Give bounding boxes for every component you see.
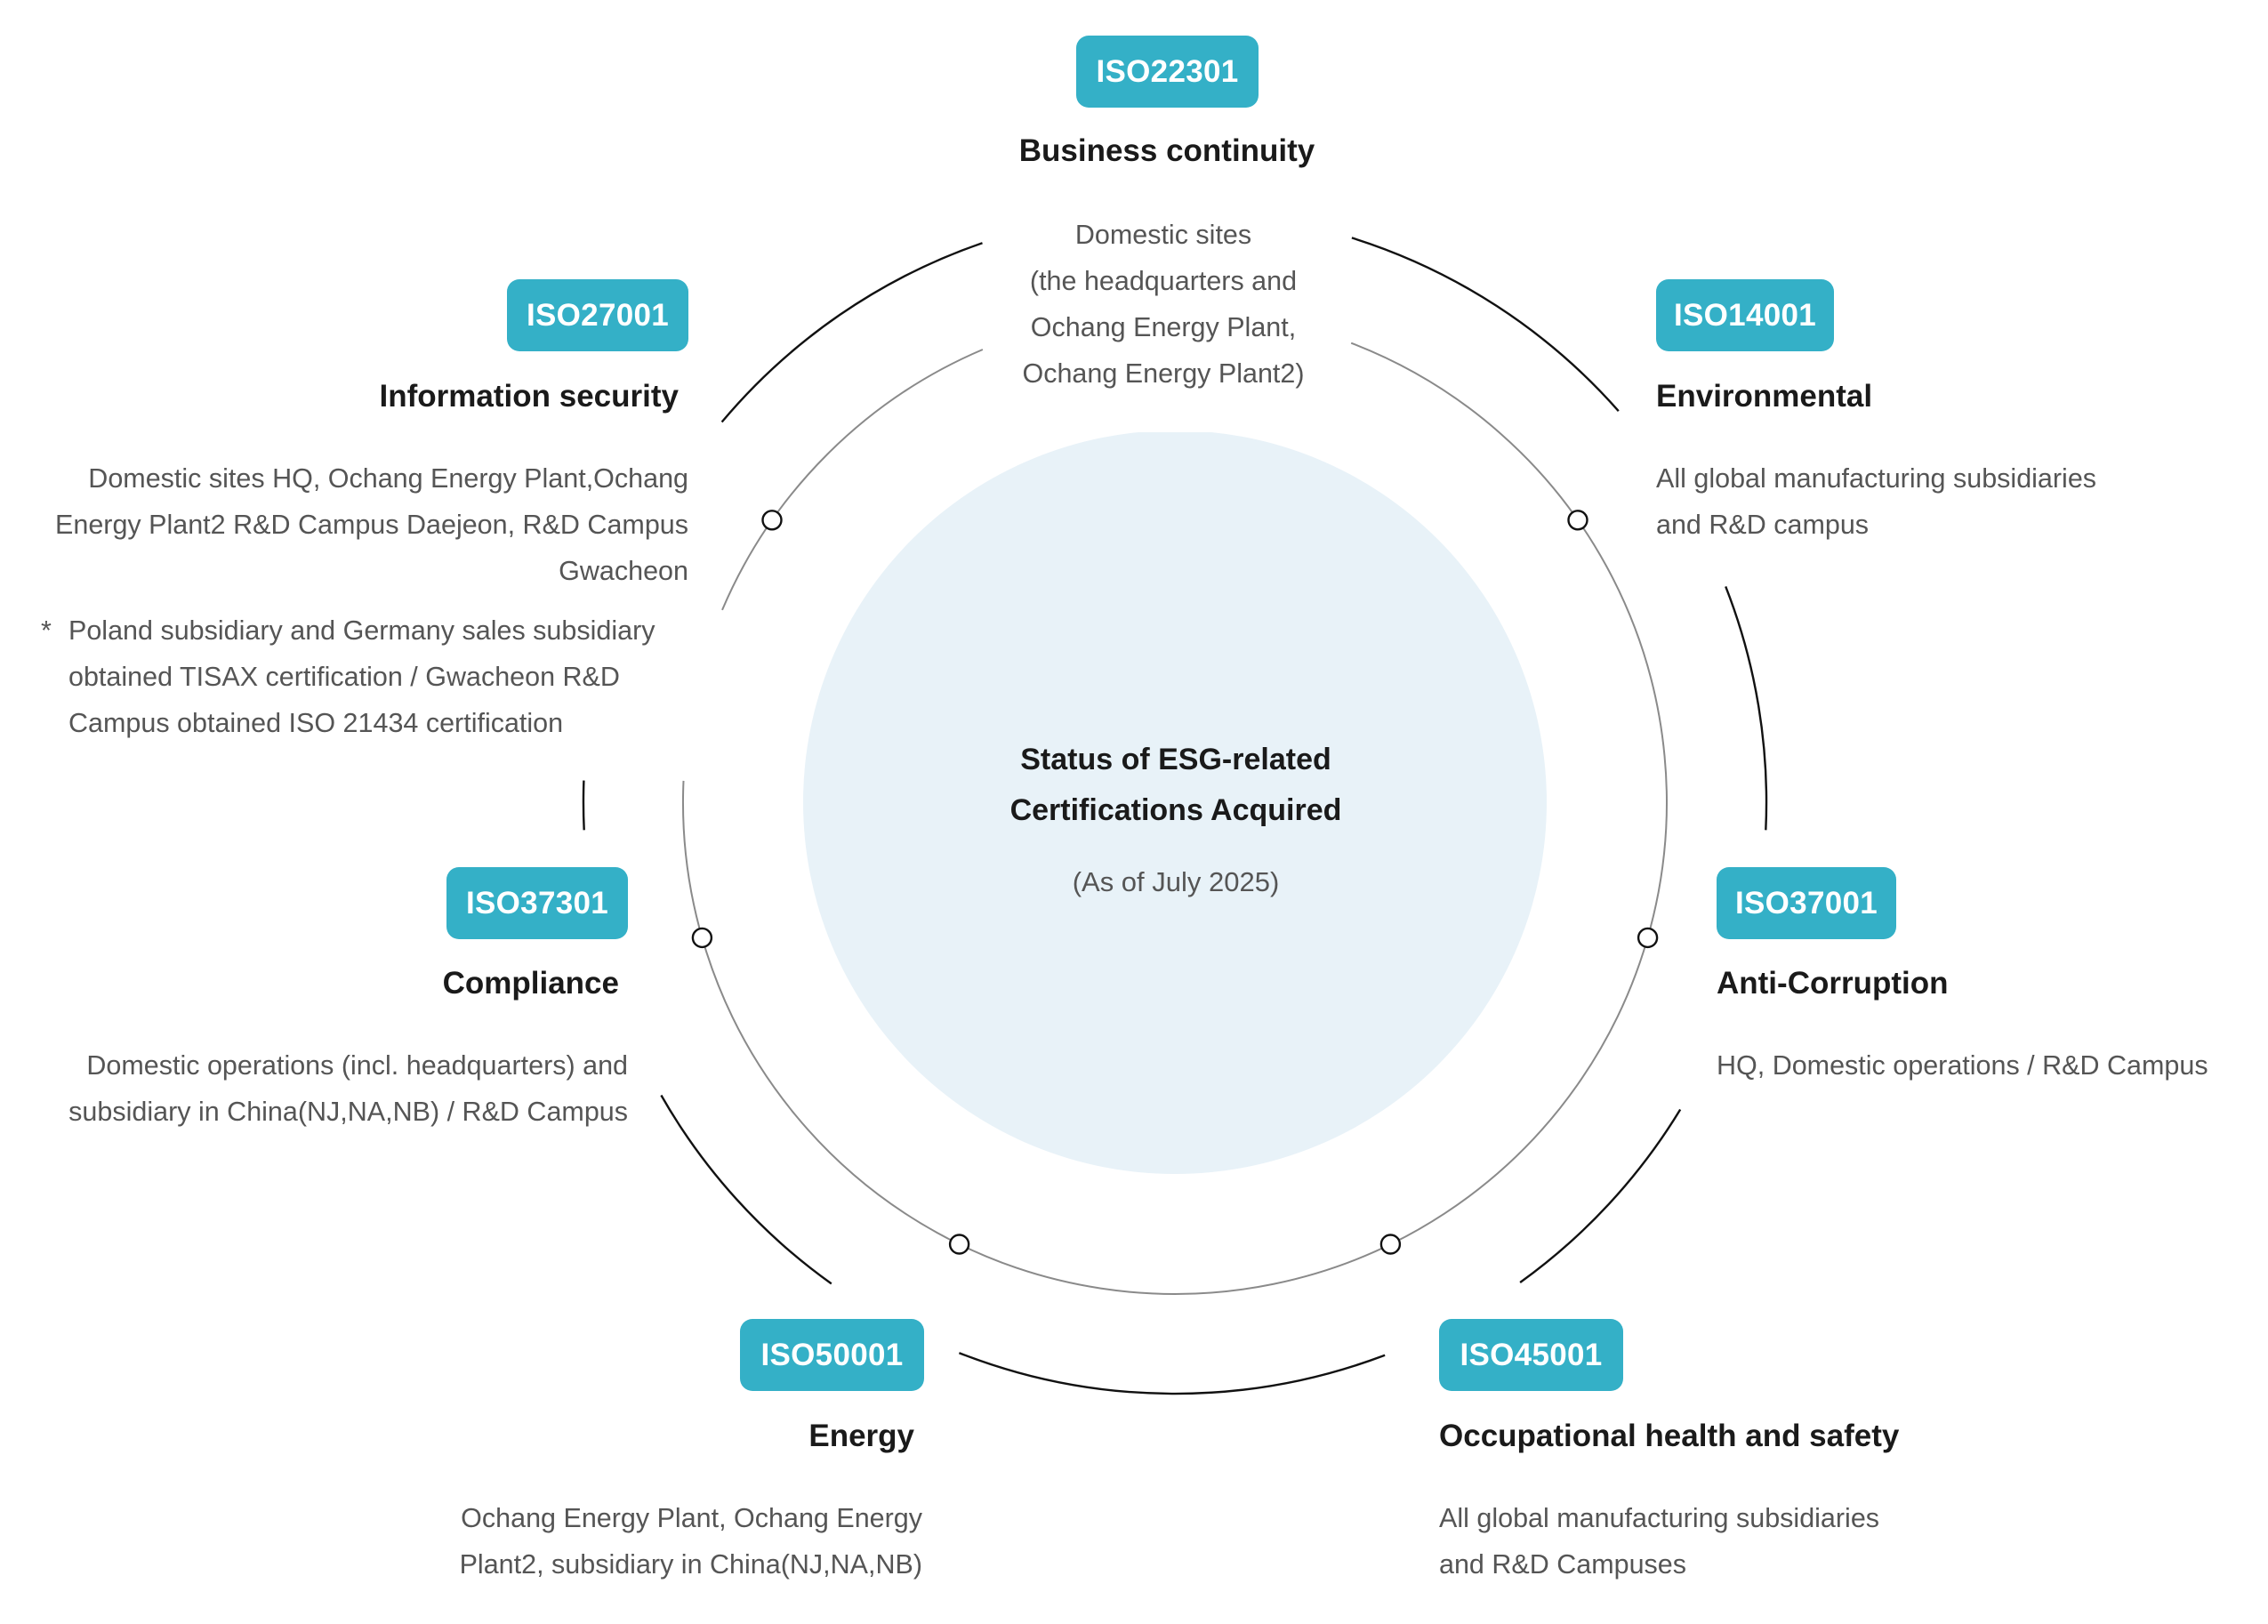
description-line: and R&D campus [1656,510,1870,540]
title-environmental: Environmental [1656,379,1873,414]
hub-title-line-1: Status of ESG-related [1020,743,1331,776]
hub-title: Status of ESG-related Certifications Acq… [909,735,1443,836]
footnote-information-security: * Poland subsidiary and Germany sales su… [41,607,655,746]
description-environmental: All global manufacturing subsidiaries an… [1656,455,2096,548]
description-line: Plant2, subsidiary in China(NJ,NA,NB) [459,1549,922,1580]
title-anti-corruption: Anti-Corruption [1717,966,1949,1001]
asterisk-icon: * [41,615,52,646]
description-energy: Ochang Energy Plant, Ochang Energy Plant… [300,1495,922,1588]
description-line: Domestic operations (incl. headquarters)… [86,1050,628,1081]
hub-subtitle: (As of July 2025) [1072,866,1280,897]
description-line: All global manufacturing subsidiaries [1439,1503,1880,1533]
description-line: Energy Plant2 R&D Campus Daejeon, R&D Ca… [55,510,688,540]
description-line: (the headquarters and [1029,266,1298,296]
description-line: subsidiary in China(NJ,NA,NB) / R&D Camp… [68,1097,628,1127]
ring-node-dot [761,510,783,531]
title-information-security: Information security [379,379,679,414]
badge-iso37001: ISO37001 [1717,867,1896,939]
title-compliance: Compliance [442,966,619,1001]
outer-ring-arc [582,780,585,831]
hub-title-line-2: Certifications Acquired [1009,793,1342,827]
description-line: and R&D Campuses [1439,1549,1687,1580]
description-line: Domestic sites HQ, Ochang Energy Plant,O… [88,463,688,494]
badge-iso22301: ISO22301 [1076,36,1259,108]
description-compliance: Domestic operations (incl. headquarters)… [5,1042,628,1135]
description-line: Gwacheon [559,556,688,586]
badge-iso14001: ISO14001 [1656,279,1834,351]
ring-node-dot [691,927,713,949]
title-energy: Energy [808,1419,914,1453]
description-line: Ochang Energy Plant, Ochang Energy [461,1503,922,1533]
badge-iso27001: ISO27001 [507,279,688,351]
description-line: Domestic sites [1074,220,1252,250]
inner-ring-arc [721,349,984,611]
ring-node-dot [948,1234,970,1255]
title-occupational-health-and-safety: Occupational health and safety [1439,1419,1900,1453]
outer-ring-arc [1725,585,1768,831]
description-business-continuity: Domestic sites (the headquarters and Och… [941,212,1386,397]
outer-ring-arc [1351,237,1620,412]
ring-node-dot [1567,510,1588,531]
description-line: Ochang Energy Plant2) [1022,358,1305,389]
description-line: Ochang Energy Plant, [1030,312,1297,342]
description-line: HQ, Domestic operations / R&D Campus [1717,1050,2208,1081]
hub-circle [803,432,1547,1174]
outer-ring [582,237,1768,1395]
ring-node-dot [1379,1234,1402,1255]
ring-dots [691,510,1659,1255]
inner-ring [681,342,1668,1295]
description-occupational-health-and-safety: All global manufacturing subsidiaries an… [1439,1495,1879,1588]
outer-ring-arc [1519,1108,1682,1283]
outer-ring-arc [720,242,983,423]
footnote-line: Campus obtained ISO 21434 certification [68,708,564,738]
inner-ring-arc [681,342,1668,1295]
badge-iso50001: ISO50001 [740,1319,924,1391]
description-anti-corruption: HQ, Domestic operations / R&D Campus [1717,1042,2208,1089]
description-line: All global manufacturing subsidiaries [1656,463,2097,494]
outer-ring-arc [958,1352,1386,1395]
description-information-security: Domestic sites HQ, Ochang Energy Plant,O… [21,455,688,594]
footnote-line: Poland subsidiary and Germany sales subs… [68,615,655,646]
badge-iso37301: ISO37301 [446,867,628,939]
title-business-continuity: Business continuity [1018,133,1315,168]
badge-iso45001: ISO45001 [1439,1319,1623,1391]
footnote-line: obtained TISAX certification / Gwacheon … [68,662,620,692]
outer-ring-arc [660,1094,832,1285]
ring-node-dot [1637,927,1659,949]
